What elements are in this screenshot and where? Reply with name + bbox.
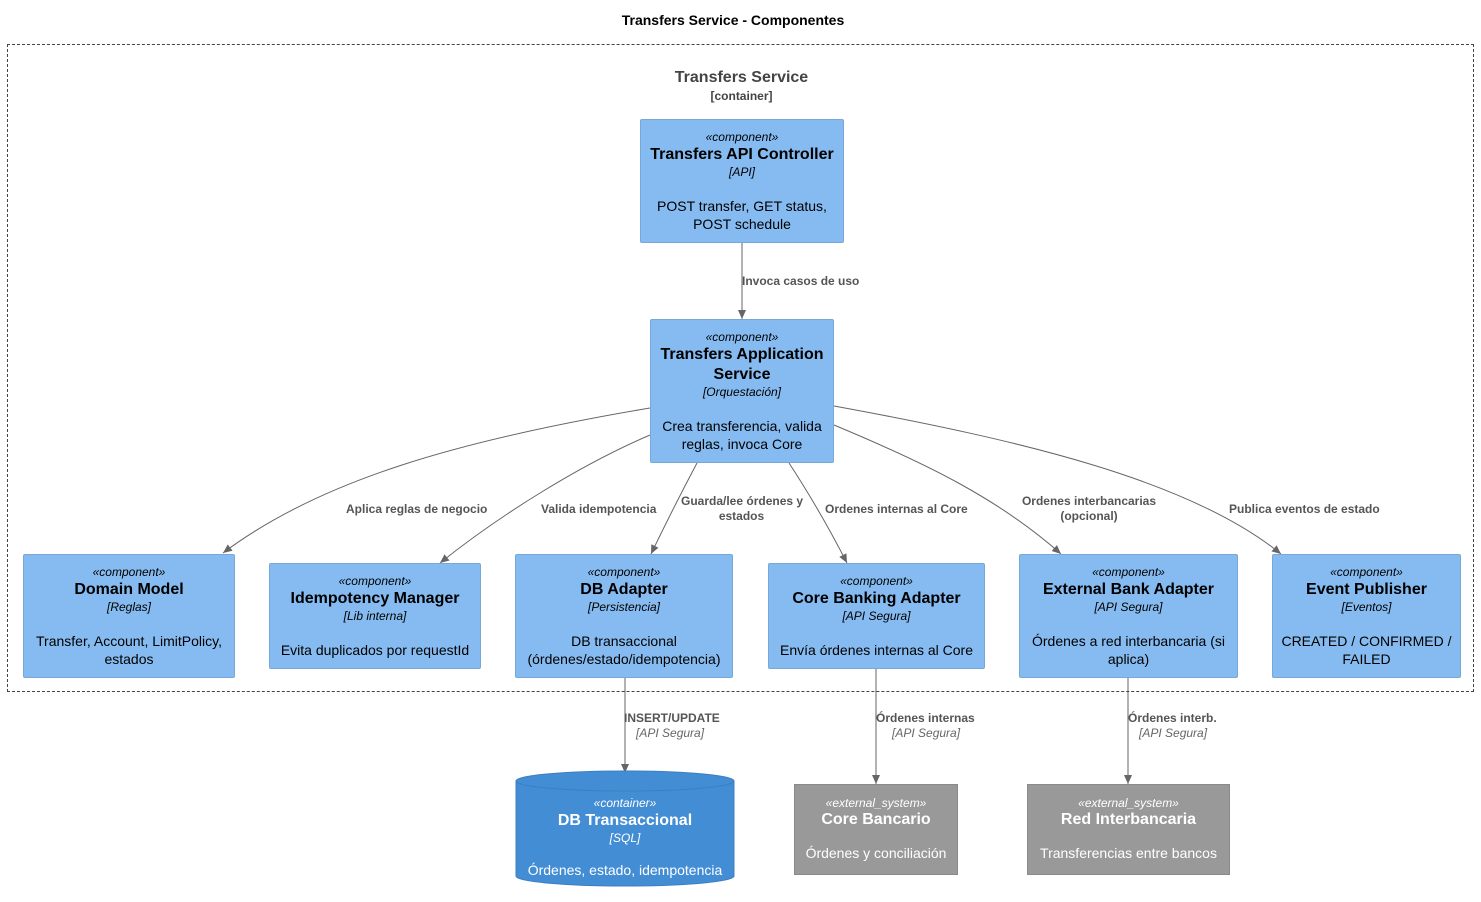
container-tech: [SQL] — [609, 831, 641, 845]
container-boundary — [7, 44, 1474, 692]
stereotype: «component» — [92, 565, 166, 579]
stereotype: «component» — [1092, 565, 1165, 579]
boundary-name: Transfers Service — [674, 69, 809, 86]
label-ordenes-interb-tech: [API Segura] — [1139, 726, 1208, 740]
component-name: External Bank Adapter — [1042, 581, 1214, 598]
stereotype: «external_system» — [1078, 796, 1179, 810]
component-app-service[interactable]: «component» Transfers Application Servic… — [650, 319, 834, 463]
component-name: DB Adapter — [580, 581, 668, 598]
component-description: POST transfer, GET status, POST schedule — [657, 198, 827, 232]
label-invoca-casos-de-uso: Invoca casos de uso — [742, 274, 860, 288]
edge-service-to-publisher — [833, 405, 1282, 555]
component-name: Core Banking Adapter — [792, 590, 961, 607]
stereotype: «external_system» — [825, 796, 927, 810]
stereotype: «component» — [840, 574, 913, 588]
component-tech: [Lib interna] — [343, 609, 407, 623]
edge-service-to-ext-bank — [833, 424, 1062, 555]
component-event-publisher[interactable]: «component» Event Publisher [Eventos] CR… — [1272, 554, 1461, 678]
external-description: Órdenes y conciliación — [805, 845, 947, 861]
component-tech: [Orquestación] — [702, 385, 782, 399]
external-name: Core Bancario — [821, 811, 931, 828]
component-description: Crea transferencia, valida reglas, invoc… — [662, 418, 822, 452]
edge-service-to-idempotency — [439, 434, 651, 564]
label-aplica-reglas: Aplica reglas de negocio — [346, 502, 488, 516]
component-name: Event Publisher — [1306, 581, 1427, 598]
label-insert-update: INSERT/UPDATE — [624, 711, 720, 725]
label-valida-idempotencia: Valida idempotencia — [541, 502, 657, 516]
component-tech: [API Segura] — [1094, 600, 1163, 614]
component-tech: [API Segura] — [842, 609, 911, 623]
stereotype: «component» — [705, 130, 779, 144]
label-ordenes-interbancarias: Ordenes interbancarias (opcional) — [1021, 494, 1157, 523]
component-description: Evita duplicados por requestId — [280, 642, 470, 658]
component-description: Órdenes a red interbancaria (si aplica) — [1032, 633, 1225, 667]
component-name: Transfers Application Service — [660, 346, 824, 383]
label-insert-update-tech: [API Segura] — [636, 726, 705, 740]
component-description: CREATED / CONFIRMED / FAILED — [1281, 633, 1452, 667]
label-ordenes-internas: Órdenes internas — [876, 711, 975, 725]
component-external-bank-adapter[interactable]: «component» External Bank Adapter [API S… — [1019, 554, 1238, 678]
component-description: Envía órdenes internas al Core — [780, 642, 973, 658]
component-name: Domain Model — [74, 581, 184, 598]
label-ordenes-internas-core: Ordenes internas al Core — [825, 502, 968, 516]
external-core-bancario[interactable]: «external_system» Core Bancario Órdenes … — [794, 784, 958, 875]
label-ordenes-interb: Órdenes interb. — [1128, 711, 1217, 725]
diagram-title: Transfers Service - Componentes — [621, 12, 845, 28]
component-api-controller[interactable]: «component» Transfers API Controller [AP… — [640, 119, 844, 243]
component-tech: [Reglas] — [106, 600, 152, 614]
component-tech: [API] — [728, 165, 755, 179]
label-publica-eventos: Publica eventos de estado — [1229, 502, 1380, 516]
component-name: Transfers API Controller — [650, 146, 834, 163]
component-core-banking-adapter[interactable]: «component» Core Banking Adapter [API Se… — [768, 563, 985, 669]
component-name: Idempotency Manager — [290, 590, 460, 607]
edge-service-to-db-adapter — [650, 462, 698, 555]
container-db-transaccional[interactable]: «container» DB Transaccional [SQL] Órden… — [516, 796, 734, 878]
external-red-interbancaria[interactable]: «external_system» Red Interbancaria Tran… — [1027, 784, 1230, 875]
stereotype: «component» — [587, 565, 661, 579]
component-domain-model[interactable]: «component» Domain Model [Reglas] Transf… — [23, 554, 235, 678]
component-idempotency-manager[interactable]: «component» Idempotency Manager [Lib int… — [269, 563, 481, 669]
edge-service-to-core-adapter — [788, 462, 848, 564]
external-name: Red Interbancaria — [1060, 811, 1197, 828]
boundary-type: [container] — [710, 89, 773, 103]
container-name: DB Transaccional — [557, 812, 693, 829]
label-guarda-lee: Guarda/lee órdenes y estados — [681, 494, 804, 523]
label-ordenes-internas-tech: [API Segura] — [892, 726, 961, 740]
edge-service-to-domain — [222, 407, 651, 554]
external-description: Transferencias entre bancos — [1040, 845, 1217, 861]
stereotype: «component» — [338, 574, 412, 588]
stereotype: «container» — [593, 796, 657, 810]
component-tech: [Eventos] — [1341, 600, 1392, 614]
db-cylinder-shape — [515, 770, 735, 887]
component-tech: [Persistencia] — [587, 600, 661, 614]
stereotype: «component» — [705, 330, 779, 344]
component-description: Transfer, Account, LimitPolicy, estados — [36, 633, 222, 667]
stereotype: «component» — [1330, 565, 1403, 579]
container-description: Órdenes, estado, idempotencia — [527, 862, 723, 878]
component-description: DB transaccional (órdenes/estado/idempot… — [527, 633, 721, 667]
component-db-adapter[interactable]: «component» DB Adapter [Persistencia] DB… — [515, 554, 733, 678]
